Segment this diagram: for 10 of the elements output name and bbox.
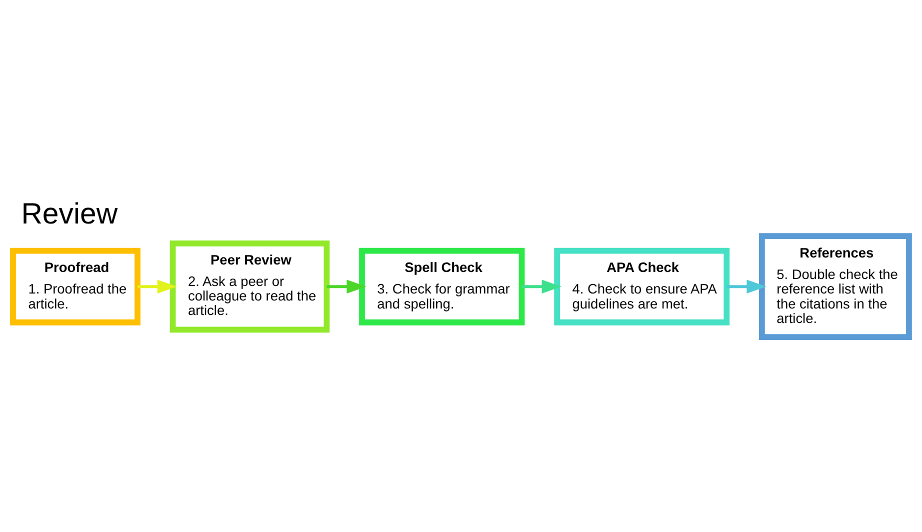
node-box: Spell Check 3. Check for grammar and spelling. xyxy=(359,247,525,325)
node-box: APA Check 4. Check to ensure APA guidelines are met. xyxy=(554,247,730,325)
arrow xyxy=(138,279,177,293)
arrow xyxy=(326,279,366,293)
arrow xyxy=(726,279,766,293)
node-box: Proofread 1. Proofread the article. xyxy=(10,247,140,325)
node-box: Peer Review 2. Ask a peer or colleague to read the article. xyxy=(170,240,330,332)
diagram-title: Review xyxy=(21,196,118,230)
node-box: References 5. Double check the reference list with the citations in the article. xyxy=(759,232,912,340)
arrow xyxy=(522,279,562,293)
